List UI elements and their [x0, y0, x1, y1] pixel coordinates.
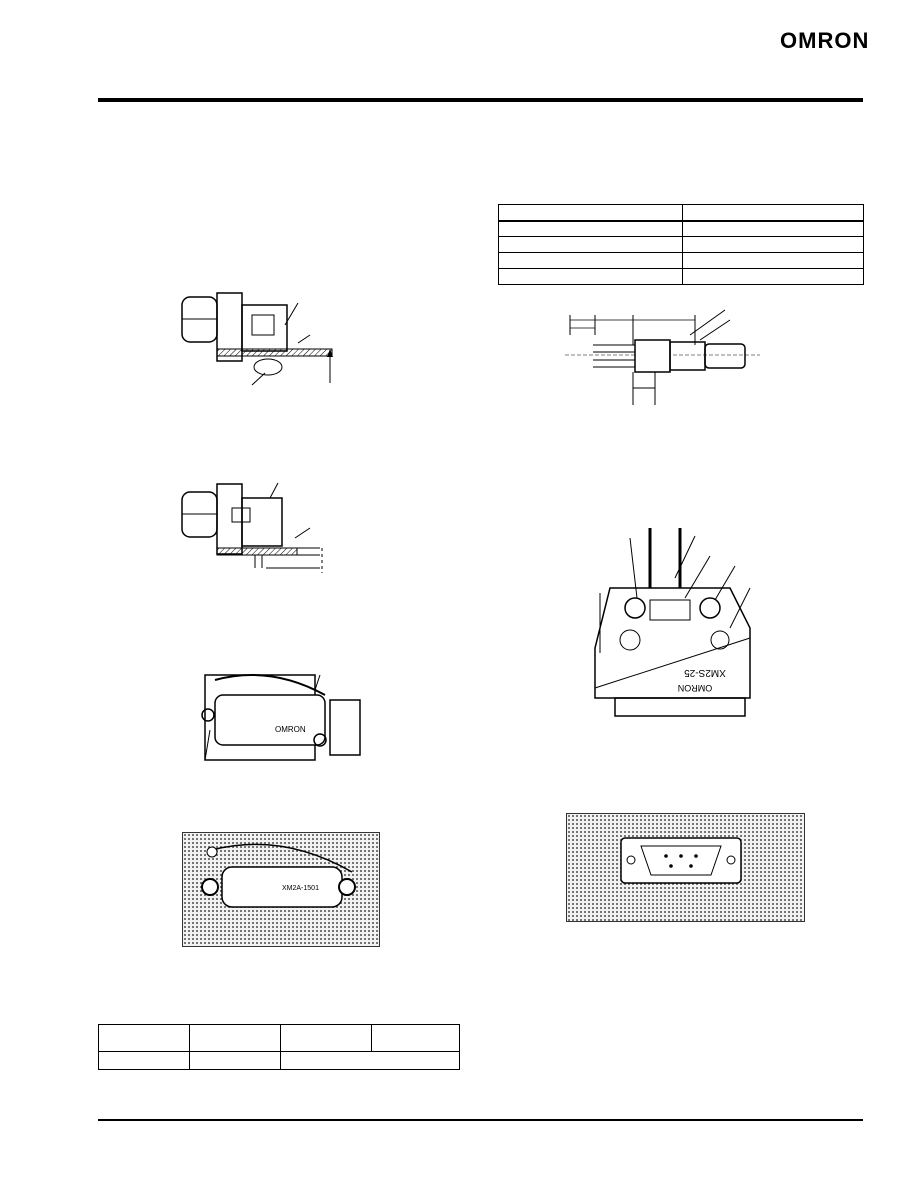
socket-lock-diagram: OMRON	[201, 674, 361, 761]
spec-table-bottom	[98, 1024, 460, 1070]
hood-label-brand: OMRON	[678, 683, 713, 693]
photo1-label-model: XM2A-1501	[282, 885, 319, 892]
connector-photo-2	[566, 813, 805, 922]
panel-mount-diagram-2	[181, 482, 323, 573]
spec-table-right	[498, 204, 864, 285]
cable-strip-diagram	[565, 309, 760, 405]
panel-mount-diagram-1	[181, 292, 333, 386]
connector-photo-1-overlay: XM2A-1501	[201, 843, 356, 908]
omron-logo: OMRON	[780, 28, 870, 53]
footer-rule	[98, 1119, 863, 1121]
socket-label-brand: OMRON	[275, 725, 306, 734]
connector-hood-diagram: XM2S-25 OMRON	[594, 528, 751, 717]
hood-label-model: XM2S-25	[684, 667, 726, 678]
header-rule	[98, 98, 863, 102]
connector-photo-2-overlay	[620, 837, 742, 884]
